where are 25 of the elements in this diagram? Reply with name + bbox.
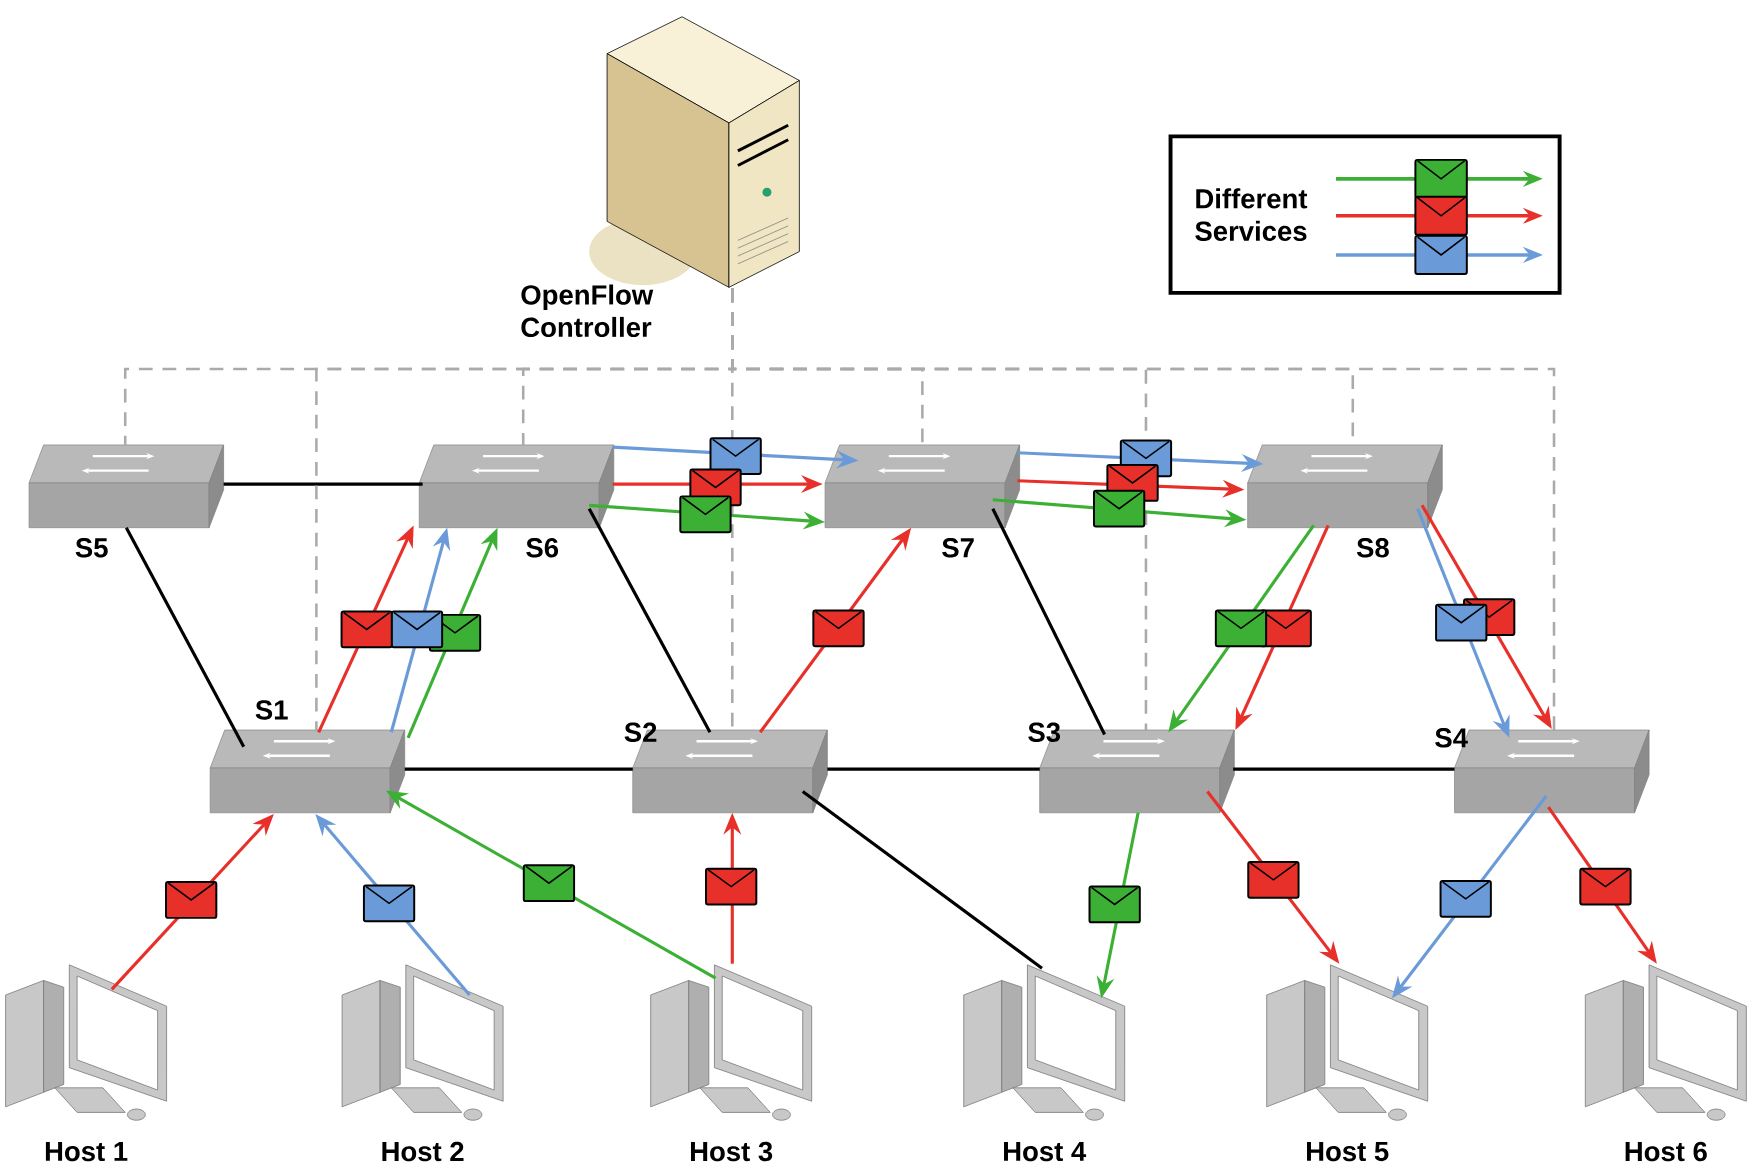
link-line: [1233, 767, 1455, 771]
switch-label: S2: [624, 722, 657, 742]
switch-label: S5: [75, 537, 108, 558]
switch-label: S1: [255, 699, 288, 720]
controller-label: OpenFlow Controller: [521, 284, 654, 337]
link-line: [404, 767, 633, 771]
link-line: [801, 790, 1043, 970]
link-line: [223, 482, 423, 486]
switch-label: S7: [942, 537, 974, 558]
host-label: Host 1: [45, 1141, 128, 1161]
host-label: Host 3: [691, 1141, 773, 1162]
link-line: [991, 507, 1106, 735]
host-label: Host 5: [1307, 1141, 1389, 1161]
legend-box: Different Services: [1168, 134, 1562, 295]
switch-label: S4: [1435, 727, 1468, 748]
host-label: Host 6: [1625, 1141, 1707, 1162]
host-label: Host 4: [1004, 1141, 1087, 1161]
link-line: [124, 526, 246, 748]
host-label: Host 2: [382, 1141, 464, 1162]
switch-label: S6: [526, 537, 559, 558]
switch-label: S3: [1028, 722, 1061, 742]
switch-label: S8: [1356, 537, 1389, 558]
link-line: [587, 507, 712, 733]
link-line: [827, 767, 1040, 771]
dashed-line: [731, 288, 1556, 730]
